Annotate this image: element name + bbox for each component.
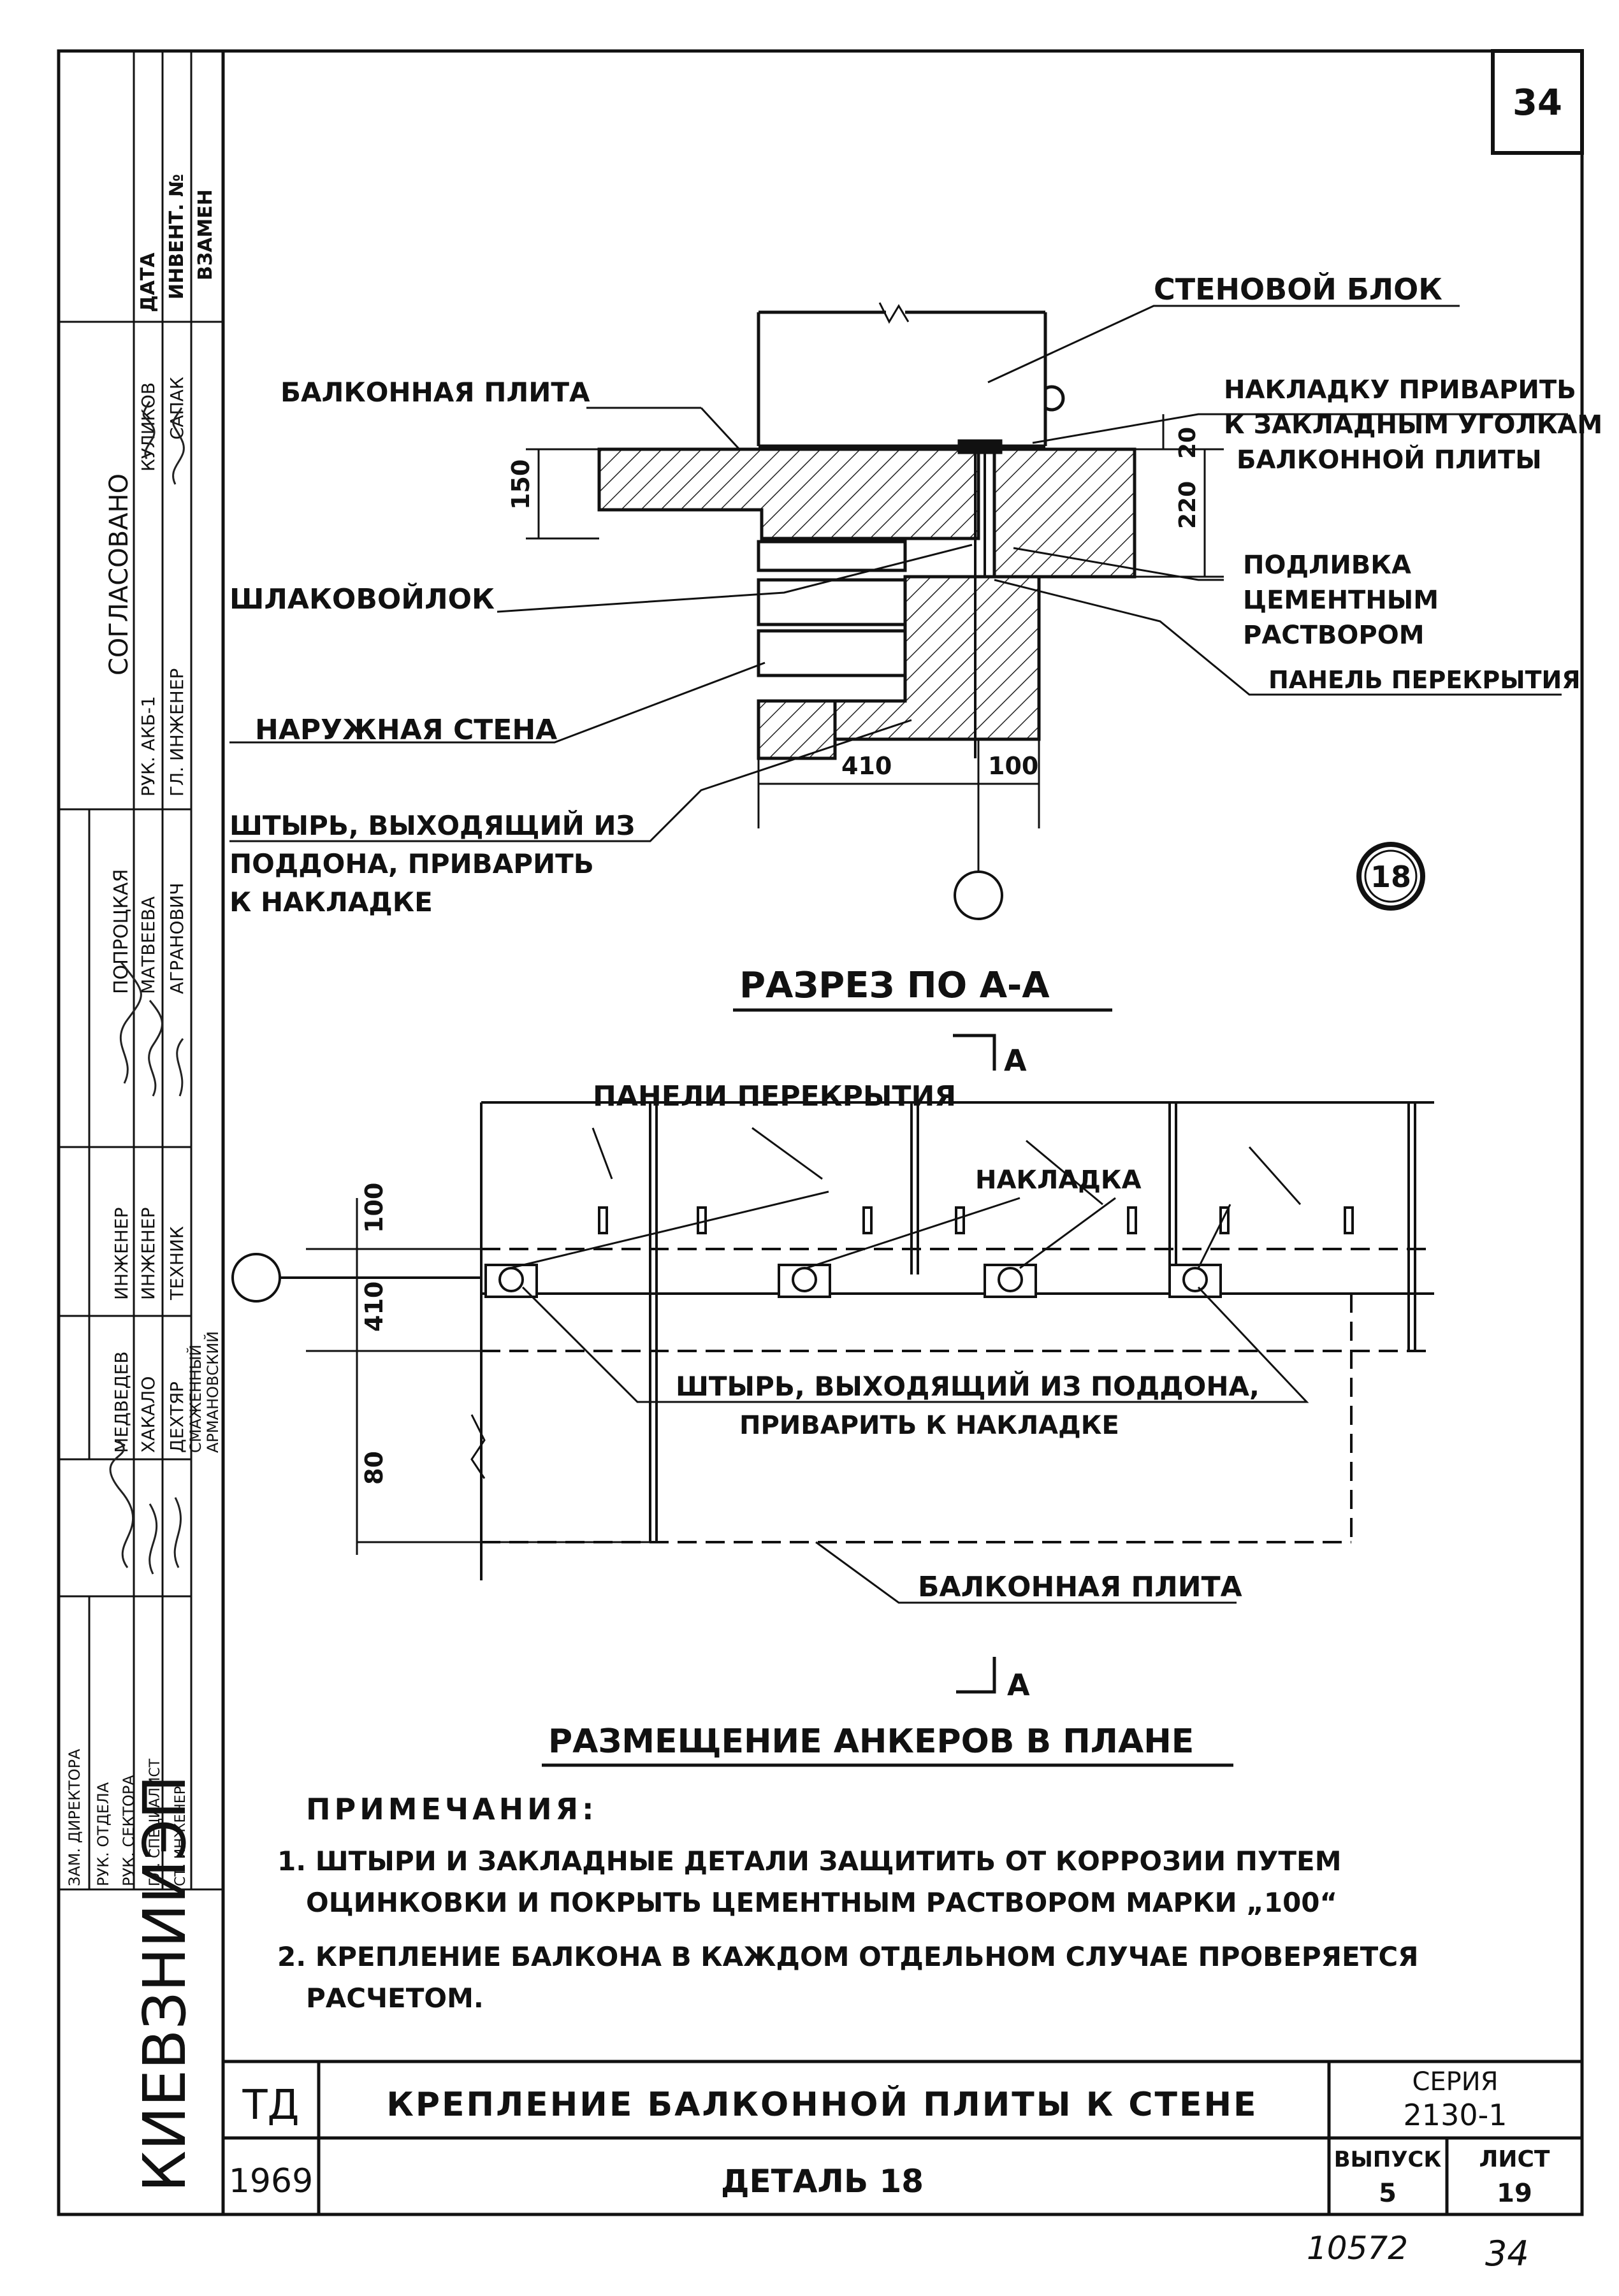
stamp-engineer-1: ИНЖЕНЕР xyxy=(111,1208,132,1300)
stamp-position-1: ЗАМ. ДИРЕКТОРА xyxy=(66,1749,83,1886)
label-grout-3: РАСТВОРОМ xyxy=(1243,621,1425,650)
label-outer-wall: НАРУЖНАЯ СТЕНА xyxy=(255,714,557,746)
plan-dim-100: 100 xyxy=(360,1183,388,1233)
section-title: РАЗРЕЗ ПО А-А xyxy=(733,965,1112,1012)
stamp-agreed-name-1: КУЛИКОВ xyxy=(138,382,159,472)
plan-section-mark-top: А xyxy=(1004,1043,1027,1078)
stamp-staff-2: ХАКАЛО xyxy=(138,1376,159,1453)
doc-title: КРЕПЛЕНИЕ БАЛКОННОЙ ПЛИТЫ К СТЕНЕ xyxy=(386,2085,1258,2124)
doc-code: ТД xyxy=(242,2082,299,2129)
label-grout-2: ЦЕМЕНТНЫМ xyxy=(1243,586,1439,615)
plan-title: РАЗМЕЩЕНИЕ АНКЕРОВ В ПЛАНЕ xyxy=(542,1722,1233,1767)
label-floor-panel: ПАНЕЛЬ ПЕРЕКРЫТИЯ xyxy=(1268,666,1581,694)
detail-marker: 18 xyxy=(1356,842,1425,911)
sheet-frame xyxy=(57,49,1584,2216)
title-block-frame xyxy=(223,2060,1582,2214)
label-plate-weld-3: БАЛКОННОЙ ПЛИТЫ xyxy=(1237,444,1542,475)
stamp-staff-1: МЕДВЕДЕВ xyxy=(111,1352,132,1453)
section-labels: СТЕНОВОЙ БЛОК БАЛКОННАЯ ПЛИТА НАКЛАДКУ П… xyxy=(229,272,1602,918)
sheet-label: ЛИСТ xyxy=(1479,2146,1550,2172)
label-balcony-slab: БАЛКОННАЯ ПЛИТА xyxy=(280,377,590,408)
stamp-position-2: РУК. ОТДЕЛА xyxy=(94,1782,112,1886)
dim-100: 100 xyxy=(988,752,1038,780)
stamp-inventory-label: ИНВЕНТ. № xyxy=(166,174,188,300)
notes-heading: ПРИМЕЧАНИЯ: xyxy=(306,1792,598,1826)
note-line-2: ОЦИНКОВКИ И ПОКРЫТЬ ЦЕМЕНТНЫМ РАСТВОРОМ … xyxy=(306,1887,1337,1918)
label-plate: НАКЛАДКА xyxy=(975,1166,1142,1195)
stamp-position-4: ГЛ. СПЕЦИАЛИСТ xyxy=(147,1758,163,1886)
sheet-number: 34 xyxy=(1513,82,1562,124)
stamp-engineer-2: ИНЖЕНЕР xyxy=(138,1208,159,1300)
label-wall-block: СТЕНОВОЙ БЛОК xyxy=(1154,272,1442,307)
issue-label: ВЫПУСК xyxy=(1334,2147,1442,2172)
note-line-4: РАСЧЕТОМ. xyxy=(306,1982,484,2014)
institute-name: КИЕВЗНИИЭП xyxy=(131,1775,199,2192)
stamp-date-label: ДАТА xyxy=(137,252,159,312)
stamp-agreed-name-2: САПАК xyxy=(166,377,187,440)
label-plate-weld-1: НАКЛАДКУ ПРИВАРИТЬ xyxy=(1224,375,1576,405)
signatures xyxy=(109,401,185,1575)
note-line-3: 2. КРЕПЛЕНИЕ БАЛКОНА В КАЖДОМ ОТДЕЛЬНОМ … xyxy=(277,1941,1419,1972)
sheet-number-box: 34 xyxy=(1491,49,1584,155)
stamp-position-3: РУК. СЕКТОРА xyxy=(120,1775,138,1886)
label-plan-pin-2: ПРИВАРИТЬ К НАКЛАДКЕ xyxy=(739,1411,1119,1440)
section-title-text: РАЗРЕЗ ПО А-А xyxy=(739,965,1050,1006)
stamp-staff-3: ДЕХТЯР xyxy=(166,1382,187,1453)
sheet-value: 19 xyxy=(1497,2179,1532,2208)
dim-410: 410 xyxy=(841,752,892,780)
label-plan-balcony-slab: БАЛКОННАЯ ПЛИТА xyxy=(918,1571,1242,1603)
label-slag-wool: ШЛАКОВОЙЛОК xyxy=(229,582,495,616)
margin-stamp xyxy=(59,51,223,1891)
series-value: 2130-1 xyxy=(1404,2098,1507,2132)
plan-title-text: РАЗМЕЩЕНИЕ АНКЕРОВ В ПЛАНЕ xyxy=(548,1722,1194,1761)
stamp-checked-title: ПОПРОЦКАЯ xyxy=(110,869,133,994)
label-pin-2: ПОДДОНА, ПРИВАРИТЬ xyxy=(229,848,594,879)
label-pin-3: К НАКЛАДКЕ xyxy=(229,886,433,918)
note-line-1: 1. ШТЫРИ И ЗАКЛАДНЫЕ ДЕТАЛИ ЗАЩИТИТЬ ОТ … xyxy=(277,1845,1342,1877)
stamp-staff-4: СМАЖЕННЫЙ xyxy=(186,1345,205,1453)
stamp-checked-name-1: МАТВЕЕВА xyxy=(138,897,159,994)
page-number: 34 xyxy=(1485,2234,1529,2274)
section-drawing xyxy=(229,302,1568,920)
label-pin-1: ШТЫРЬ, ВЫХОДЯЩИЙ ИЗ xyxy=(229,809,635,841)
label-floor-panels: ПАНЕЛИ ПЕРЕКРЫТИЯ xyxy=(593,1080,956,1113)
series-label: СЕРИЯ xyxy=(1412,2067,1498,2097)
dim-150: 150 xyxy=(507,459,535,510)
footer: 10572 34 xyxy=(1307,2230,1529,2274)
doc-subtitle: ДЕТАЛЬ 18 xyxy=(721,2163,924,2200)
stamp-staff-5: АРМАНОВСКИЙ xyxy=(203,1331,222,1453)
issue-value: 5 xyxy=(1379,2179,1397,2208)
label-plan-pin-1: ШТЫРЬ, ВЫХОДЯЩИЙ ИЗ ПОДДОНА, xyxy=(676,1370,1260,1402)
inventory-number: 10572 xyxy=(1307,2230,1408,2267)
detail-number: 18 xyxy=(1370,860,1411,894)
plan-dim-410: 410 xyxy=(360,1282,388,1332)
dim-20: 20 xyxy=(1175,427,1201,459)
title-block: ТД 1969 КРЕПЛЕНИЕ БАЛКОННОЙ ПЛИТЫ К СТЕН… xyxy=(229,2067,1550,2208)
notes: ПРИМЕЧАНИЯ: 1. ШТЫРИ И ЗАКЛАДНЫЕ ДЕТАЛИ … xyxy=(277,1792,1419,2014)
plan-dim-80: 80 xyxy=(360,1451,388,1485)
stamp-technician: ТЕХНИК xyxy=(166,1226,187,1301)
plan-section-mark-bottom: А xyxy=(1007,1668,1030,1702)
margin-stamp-text: ДАТА ИНВЕНТ. № ВЗАМЕН СОГЛАСОВАНО РУК. А… xyxy=(66,174,222,2192)
doc-year: 1969 xyxy=(229,2162,313,2200)
plan-drawing xyxy=(231,1034,1434,1694)
stamp-replace-label: ВЗАМЕН xyxy=(194,189,217,280)
stamp-checked-name-2: АГРАНОВИЧ xyxy=(166,883,187,994)
label-plate-weld-2: К ЗАКЛАДНЫМ УГОЛКАМ xyxy=(1224,410,1602,440)
stamp-role-1: РУК. АКБ-1 xyxy=(138,696,159,797)
dim-220: 220 xyxy=(1175,481,1201,529)
stamp-position-5: СТ. ИНЖЕНЕР xyxy=(173,1786,189,1886)
stamp-role-2: ГЛ. ИНЖЕНЕР xyxy=(166,668,187,797)
stamp-agreed-title: СОГЛАСОВАНО xyxy=(105,473,134,675)
label-grout-1: ПОДЛИВКА xyxy=(1243,551,1411,580)
plan-labels: А ПАНЕЛИ ПЕРЕКРЫТИЯ НАКЛАДКА ШТЫРЬ, ВЫХО… xyxy=(360,1043,1260,1702)
